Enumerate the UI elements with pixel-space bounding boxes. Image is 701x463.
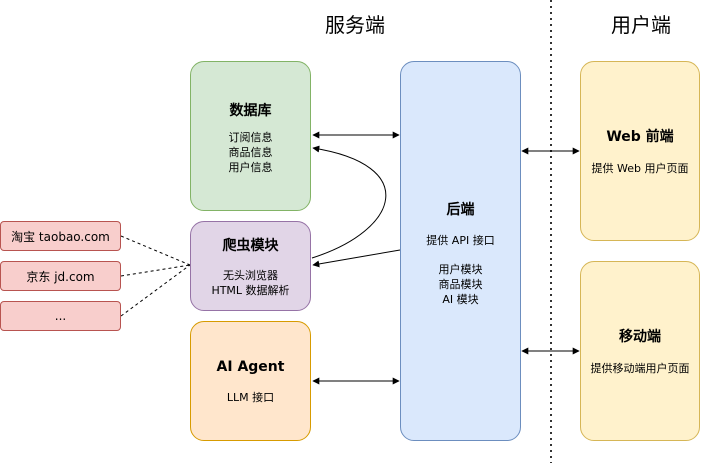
mobile-details: 提供移动端用户页面 (581, 361, 699, 376)
mobile-line: 提供移动端用户页面 (590, 362, 690, 375)
web-frontend-details: 提供 Web 用户页面 (581, 161, 699, 176)
backend-box: 后端 提供 API 接口 用户模块 商品模块 AI 模块 (400, 61, 521, 441)
crawler-db-connector (311, 145, 387, 259)
database-line: 用户信息 (228, 161, 273, 174)
mobile-box: 移动端 提供移动端用户页面 (580, 261, 700, 441)
web-frontend-box: Web 前端 提供 Web 用户页面 (580, 61, 700, 241)
crawler-title: 爬虫模块 (222, 238, 279, 254)
backend-api-line: 提供 API 接口 (426, 234, 495, 247)
crawler-line: 无头浏览器 (223, 269, 278, 282)
web-frontend-title: Web 前端 (606, 129, 674, 145)
site-link-taobao (120, 235, 191, 266)
database-box: 数据库 订阅信息 商品信息 用户信息 (190, 61, 311, 211)
mobile-title: 移动端 (619, 329, 661, 345)
backend-modules: 用户模块 商品模块 AI 模块 (401, 262, 520, 307)
ai-agent-line: LLM 接口 (226, 391, 275, 404)
backend-module-line: 商品模块 (438, 278, 483, 291)
crawler-line: HTML 数据解析 (211, 284, 290, 297)
ai-agent-box: AI Agent LLM 接口 (190, 321, 311, 441)
crawler-box: 爬虫模块 无头浏览器 HTML 数据解析 (190, 221, 311, 311)
database-line: 商品信息 (228, 146, 273, 159)
database-line: 订阅信息 (228, 131, 273, 144)
backend-title: 后端 (446, 202, 475, 218)
site-box-taobao: 淘宝 taobao.com (0, 221, 121, 251)
site-box-other: ... (0, 301, 121, 331)
backend-api: 提供 API 接口 (401, 233, 520, 248)
site-label: 淘宝 taobao.com (11, 229, 110, 244)
site-box-jd: 京东 jd.com (0, 261, 121, 291)
ai-agent-details: LLM 接口 (191, 390, 310, 405)
client-section-title: 用户端 (611, 13, 671, 37)
ai-agent-title: AI Agent (216, 359, 285, 375)
site-label: 京东 jd.com (26, 269, 95, 284)
backend-module-line: 用户模块 (438, 263, 483, 276)
site-link-other (120, 264, 191, 317)
server-section-title: 服务端 (325, 13, 385, 37)
site-link-jd (120, 264, 191, 277)
backend-module-line: AI 模块 (442, 293, 479, 306)
database-details: 订阅信息 商品信息 用户信息 (191, 130, 310, 175)
crawler-details: 无头浏览器 HTML 数据解析 (191, 268, 310, 298)
web-frontend-line: 提供 Web 用户页面 (591, 162, 689, 175)
database-title: 数据库 (229, 103, 272, 119)
site-label: ... (54, 309, 67, 323)
backend-crawler-connector (312, 249, 401, 268)
